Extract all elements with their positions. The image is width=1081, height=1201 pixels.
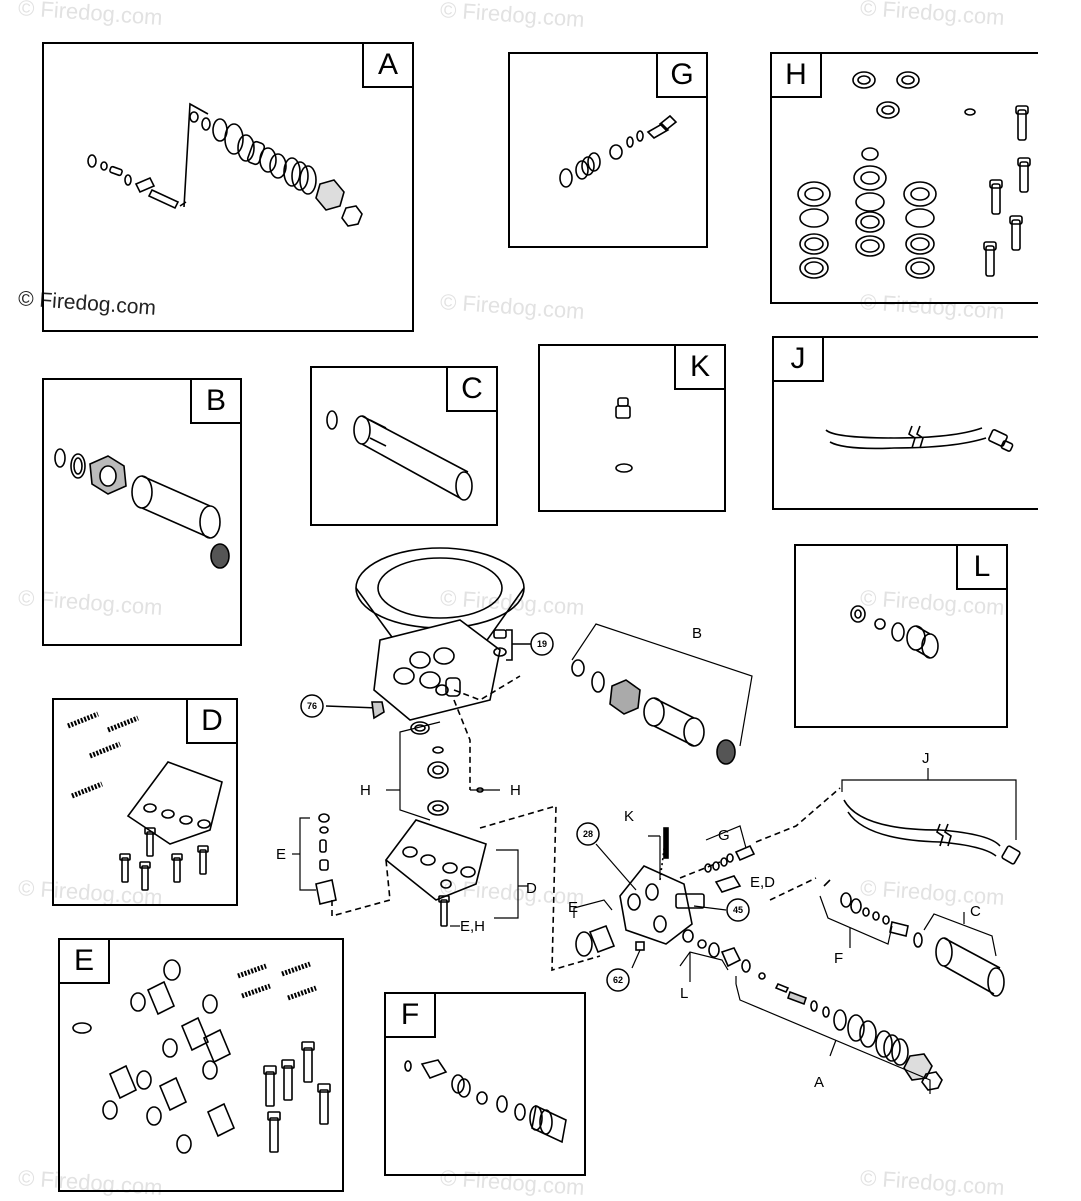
kit-label-f: F <box>384 992 436 1038</box>
label-h: H <box>360 782 371 799</box>
kit-g-parts <box>559 114 678 188</box>
kit-label-k: K <box>674 344 726 390</box>
kit-h-parts <box>797 71 1031 279</box>
callout-62: 62 <box>606 968 630 992</box>
label-e-h: E,H <box>460 918 485 935</box>
svg-text:19: 19 <box>537 639 547 649</box>
kit-box-h: H <box>770 52 1038 304</box>
callout-45: 45 <box>726 898 750 922</box>
kit-j-parts <box>825 425 1014 452</box>
kit-label-e: E <box>58 938 110 984</box>
kit-box-g: G <box>508 52 708 248</box>
svg-text:62: 62 <box>613 975 623 985</box>
kit-b-parts <box>54 448 230 569</box>
label-f: F <box>834 950 843 967</box>
kit-box-c: C <box>310 366 498 526</box>
label-e: E <box>276 846 286 863</box>
kit-box-d: D <box>52 698 238 906</box>
kit-label-h: H <box>770 52 822 98</box>
callout-76: 76 <box>300 694 324 718</box>
label-e: E <box>568 899 578 916</box>
label-h: H <box>510 782 521 799</box>
label-c: C <box>970 903 981 920</box>
kit-k-parts <box>615 397 633 473</box>
kit-label-a: A <box>362 42 414 88</box>
callout-19: 19 <box>530 632 554 656</box>
kit-e-parts <box>72 959 331 1154</box>
kit-l-parts <box>850 605 939 659</box>
kit-label-g: G <box>656 52 708 98</box>
kit-box-a: A <box>42 42 414 332</box>
label-d: D <box>526 880 537 897</box>
kit-box-k: K <box>538 344 726 512</box>
callout-28: 28 <box>576 822 600 846</box>
kit-label-b: B <box>190 378 242 424</box>
kit-box-e: E <box>58 938 344 1192</box>
kit-c-parts <box>326 410 473 501</box>
label-g: G <box>718 827 730 844</box>
kit-label-l: L <box>956 544 1008 590</box>
crankcase <box>355 547 525 721</box>
svg-text:28: 28 <box>583 829 593 839</box>
kit-a-parts <box>87 102 363 227</box>
kit-label-c: C <box>446 366 498 412</box>
label-k: K <box>624 808 634 825</box>
label-e-d: E,D <box>750 874 775 891</box>
manifold-center <box>384 819 487 901</box>
label-l: L <box>680 985 688 1002</box>
label-j: J <box>922 750 930 767</box>
kit-label-d: D <box>186 698 238 744</box>
label-b: B <box>692 625 702 642</box>
kit-box-l: L <box>794 544 1008 728</box>
kit-label-j: J <box>772 336 824 382</box>
kit-box-f: F <box>384 992 586 1176</box>
kit-d-parts <box>67 711 223 891</box>
svg-text:45: 45 <box>733 905 743 915</box>
kit-box-j: J <box>772 336 1038 510</box>
svg-text:76: 76 <box>307 701 317 711</box>
manifold-outlet <box>619 865 705 945</box>
kit-box-b: B <box>42 378 242 646</box>
label-a: A <box>814 1074 824 1091</box>
kit-f-parts <box>404 1059 567 1144</box>
